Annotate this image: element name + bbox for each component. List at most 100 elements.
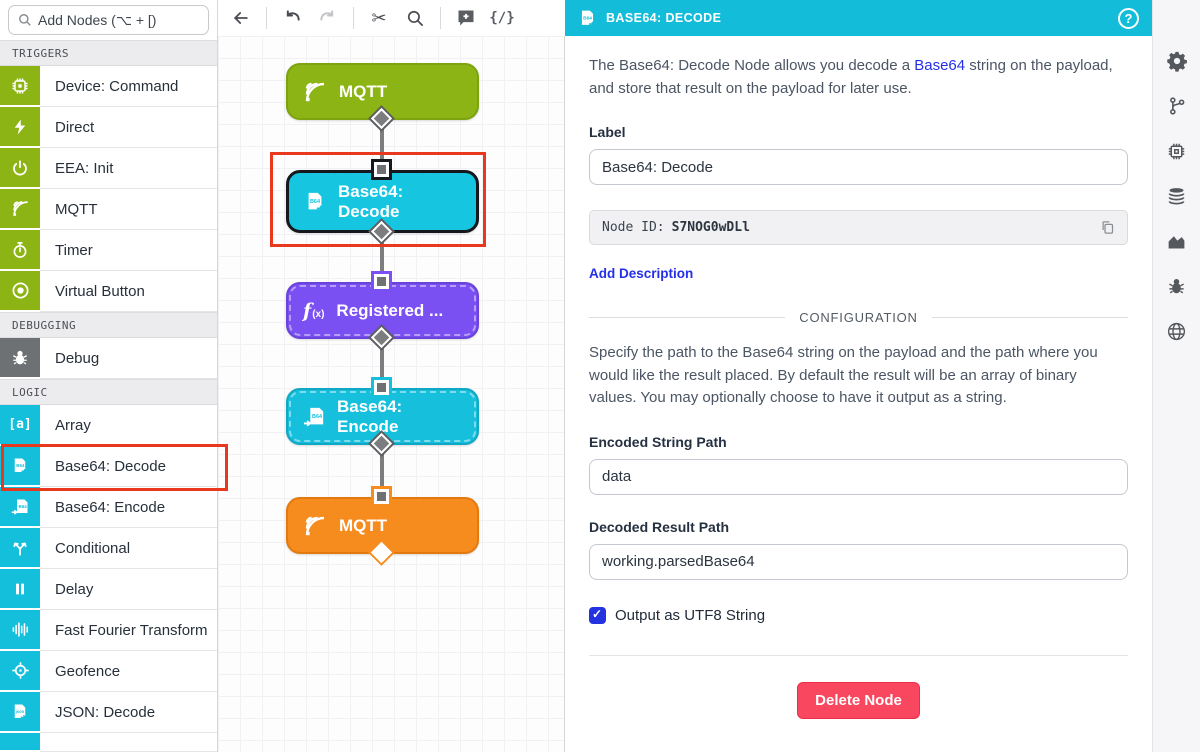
palette-item-debug[interactable]: Debug [0, 338, 217, 379]
chip-icon[interactable] [1166, 140, 1188, 162]
palette-item-label: Conditional [40, 528, 217, 569]
chip-icon [0, 66, 40, 107]
node-label: Base64: Encode [337, 396, 403, 436]
node-label: Registered ... [336, 300, 444, 320]
palette-item-conditional[interactable]: Conditional [0, 528, 217, 569]
decoded-path-label: Decoded Result Path [589, 518, 730, 535]
json-decode-icon: json [0, 692, 40, 733]
array-icon: [a] [0, 405, 40, 446]
help-icon[interactable]: ? [1118, 7, 1139, 29]
panel-header: B64 BASE64: DECODE ? [565, 0, 1152, 36]
node-id-box: Node ID: S7NOG0wDLl [589, 210, 1128, 245]
palette-item-label: Direct [40, 107, 217, 148]
add-description-link[interactable]: Add Description [589, 266, 694, 281]
toolbar-divider [266, 7, 267, 29]
palette-item-array[interactable]: [a] Array [0, 405, 217, 446]
palette-item-mqtt[interactable]: MQTT [0, 189, 217, 230]
input-connector[interactable] [374, 274, 389, 289]
base64-encode-icon: B64 [303, 406, 325, 428]
utf8-checkbox[interactable] [589, 606, 606, 624]
palette-item-base64-decode[interactable]: B64 Base64: Decode [0, 446, 217, 487]
back-arrow-icon[interactable] [230, 7, 252, 29]
palette-item-json-decode[interactable]: json JSON: Decode [0, 692, 217, 733]
node-id-value: S7NOG0wDLl [671, 220, 750, 235]
label-field-label: Label [589, 124, 626, 140]
scissors-icon[interactable]: ✂ [371, 7, 387, 28]
encoded-path-input[interactable] [589, 458, 1128, 495]
palette-item-label: Virtual Button [40, 271, 217, 312]
base64-encode-icon: B64 [0, 487, 40, 528]
label-input[interactable] [589, 149, 1128, 185]
bug-icon[interactable] [1166, 275, 1188, 297]
svg-text:json: json [15, 708, 25, 713]
panel-body: The Base64: Decode Node allows you decod… [565, 36, 1152, 719]
base64-decode-icon: B64 [304, 191, 326, 213]
palette-section-triggers: TRIGGERS [0, 40, 217, 66]
stopwatch-icon [0, 230, 40, 271]
decoded-path-input[interactable] [589, 543, 1128, 580]
palette-item-timer[interactable]: Timer [0, 230, 217, 271]
lightning-icon [0, 107, 40, 148]
bug-icon [0, 338, 40, 379]
palette-item-partial [0, 733, 217, 752]
partial-icon [0, 733, 40, 752]
palette-item-direct[interactable]: Direct [0, 107, 217, 148]
copy-icon[interactable] [1100, 220, 1115, 235]
encoded-path-label: Encoded String Path [589, 433, 727, 450]
base64-decode-icon: B64 [0, 446, 40, 487]
palette-item-virtual-button[interactable]: Virtual Button [0, 271, 217, 312]
power-icon [0, 148, 40, 189]
palette-section-debugging: DEBUGGING [0, 312, 217, 338]
palette-item-eea-init[interactable]: EEA: Init [0, 148, 217, 189]
wifi-signal-icon [303, 514, 327, 538]
palette-item-geofence[interactable]: Geofence [0, 651, 217, 692]
gear-icon[interactable] [1166, 50, 1188, 72]
utf8-checkbox-label: Output as UTF8 String [615, 606, 766, 624]
palette-item-fft[interactable]: Fast Fourier Transform [0, 610, 217, 651]
workflow-canvas[interactable]: MQTT B64 Base64: Decode f(x) Registered … [218, 36, 565, 752]
node-id-prefix: Node ID: [602, 220, 665, 235]
palette-item-device-command[interactable]: Device: Command [0, 66, 217, 107]
svg-text:B64: B64 [312, 413, 323, 419]
node-description: The Base64: Decode Node allows you decod… [589, 57, 1113, 97]
palette-item-base64-encode[interactable]: B64 Base64: Encode [0, 487, 217, 528]
svg-text:B64: B64 [16, 462, 25, 467]
configuration-description: Specify the path to the Base64 string on… [589, 344, 1098, 406]
zoom-icon[interactable] [404, 7, 426, 29]
redo-icon[interactable] [317, 7, 339, 29]
node-properties-panel: B64 BASE64: DECODE ? The Base64: Decode … [565, 0, 1152, 752]
add-comment-icon[interactable] [455, 7, 477, 29]
payload-braces-icon[interactable]: {∕} [489, 10, 515, 26]
svg-text:B64: B64 [583, 15, 592, 21]
edge [380, 114, 384, 170]
palette-item-label: Fast Fourier Transform [40, 610, 217, 651]
area-chart-icon[interactable] [1166, 230, 1188, 252]
configuration-heading: CONFIGURATION [799, 310, 918, 325]
undo-icon[interactable] [281, 7, 303, 29]
toolbar-divider [353, 7, 354, 29]
palette-item-label: EEA: Init [40, 148, 217, 189]
add-nodes-search-row [0, 0, 217, 40]
globe-icon[interactable] [1166, 320, 1188, 342]
app-icon-rail [1152, 0, 1200, 752]
palette-item-delay[interactable]: Delay [0, 569, 217, 610]
search-input[interactable] [38, 12, 199, 28]
input-connector[interactable] [374, 162, 389, 177]
palette-section-logic: LOGIC [0, 379, 217, 405]
input-connector[interactable] [374, 380, 389, 395]
edge [380, 440, 384, 501]
base64-link[interactable]: Base64 [914, 57, 966, 74]
delete-node-button[interactable]: Delete Node [797, 681, 920, 719]
crosshair-icon [0, 651, 40, 692]
palette-item-label: Geofence [40, 651, 217, 692]
utf8-checkbox-row[interactable]: Output as UTF8 String [589, 606, 1128, 624]
palette-item-label: Delay [40, 569, 217, 610]
git-branch-icon[interactable] [1166, 95, 1188, 117]
svg-text:B64: B64 [19, 503, 28, 508]
branch-icon [0, 528, 40, 569]
database-icon[interactable] [1166, 185, 1188, 207]
function-icon: f(x) [303, 299, 325, 322]
add-nodes-search[interactable] [8, 5, 209, 35]
input-connector[interactable] [374, 489, 389, 504]
edge [380, 334, 384, 392]
